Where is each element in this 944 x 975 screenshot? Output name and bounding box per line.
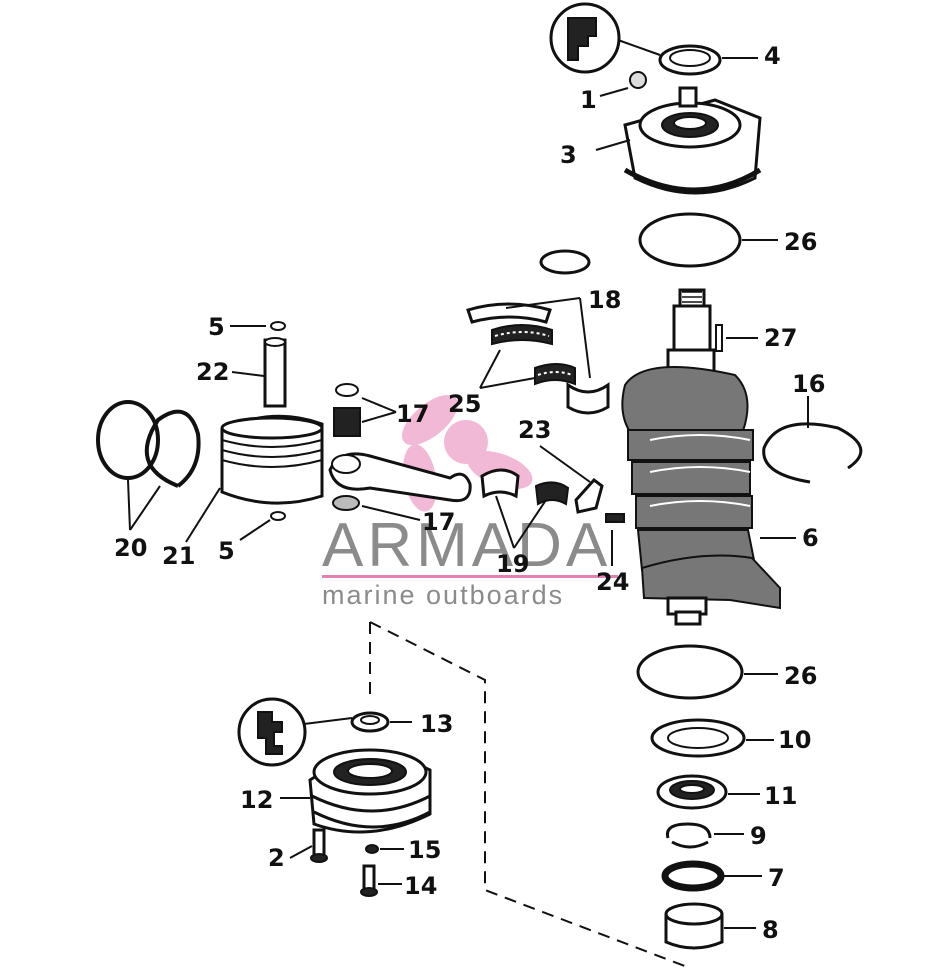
connecting-rod [328,452,472,503]
label-14: 14 [404,872,437,900]
label-7: 7 [768,864,785,892]
part-27-key [715,324,758,352]
label-26-upper: 26 [784,228,817,256]
part-17-rod-bearings [332,383,421,521]
label-21: 21 [162,542,195,570]
label-18: 18 [588,286,621,314]
part-19-bearing-halves [480,468,570,549]
label-11: 11 [764,782,797,810]
label-1: 1 [580,86,597,114]
label-26-lower: 26 [784,662,817,690]
part-6-crankshaft [621,288,796,626]
label-15: 15 [408,836,441,864]
part-9-snap-ring [665,822,744,849]
part-22-piston-pin [231,337,287,408]
label-5-lower: 5 [218,537,235,565]
part-23-rod-cap [539,445,604,514]
label-20: 20 [114,534,147,562]
part-18-bearing-set [466,249,610,415]
label-13: 13 [420,710,453,738]
label-24: 24 [596,568,629,596]
part-12-lower-housing [280,748,432,834]
part-4-seal [549,2,758,76]
label-4: 4 [764,42,781,70]
part-5-clip-lower [239,511,286,541]
label-10: 10 [778,726,811,754]
part-11-ball-bearing [656,774,760,810]
watermark-tagline: marine outboards [322,580,564,610]
label-9: 9 [750,822,767,850]
label-27: 27 [764,324,797,352]
label-3: 3 [560,141,577,169]
label-19: 19 [496,550,529,578]
label-25: 25 [448,390,481,418]
label-8: 8 [762,916,779,944]
part-1-ball [599,71,647,97]
label-6: 6 [802,524,819,552]
part-26-oring-lower [636,644,778,700]
label-16: 16 [792,370,825,398]
part-5-clip-upper [230,321,286,331]
watermark-brand: ARMADA [322,511,611,580]
watermark-logo: ARMADA marine outboards [322,394,618,610]
part-24-rod-bolt [605,513,625,566]
watermark-underline [322,575,618,578]
label-23: 23 [518,416,551,444]
part-14-bolt [360,864,402,897]
part-10-plate [650,718,774,758]
label-17-upper: 17 [396,400,429,428]
dashed-guides [369,621,691,969]
label-2: 2 [268,844,285,872]
part-13-seal [237,697,412,767]
part-2-screw [289,828,328,863]
part-20-piston-rings [96,400,201,531]
part-7-seal [661,860,762,892]
label-17-lower: 17 [422,508,455,536]
part-25-needle-bearings [479,324,576,389]
part-3-upper-housing [595,86,762,195]
part-21-piston [185,414,324,543]
label-12: 12 [240,786,273,814]
part-16-ring [762,396,863,484]
part-8-sleeve [664,902,756,950]
part-labels: 1 2 3 4 5 5 6 7 8 9 10 11 12 13 14 15 16… [114,42,825,944]
label-5-upper: 5 [208,313,225,341]
part-26-oring-upper [638,212,778,268]
label-22: 22 [196,358,229,386]
part-15-washer [365,844,404,854]
